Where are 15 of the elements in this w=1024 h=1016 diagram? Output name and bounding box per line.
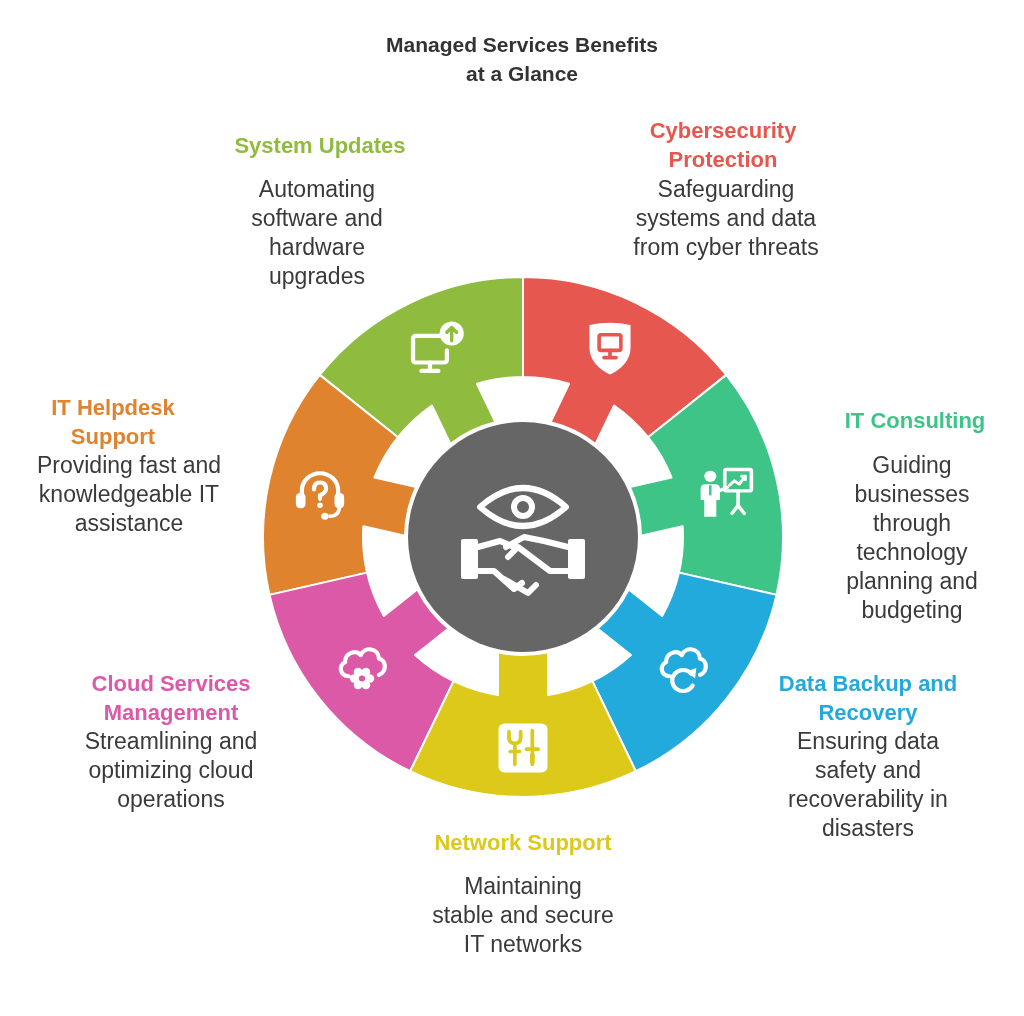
benefit-heading: IT Helpdesk Support <box>50 394 176 451</box>
benefit-heading: Cloud Services Management <box>90 670 252 727</box>
benefit-heading: IT Consulting <box>843 407 987 435</box>
benefit-description: Maintaining stable and secure IT networks <box>431 872 615 959</box>
benefit-description: Providing fast and knowledgeable IT assistance <box>35 451 223 538</box>
benefit-description: Ensuring data safety and recoverability in disasters <box>787 727 949 843</box>
benefit-heading: System Updates <box>233 132 407 160</box>
benefit-description: Automating software and hardware upgrades <box>250 175 384 291</box>
benefit-heading: Cybersecurity Protection <box>648 117 798 174</box>
benefit-description: Guiding businesses through technology planning and budgeting <box>845 451 979 625</box>
benefit-description: Streamlining and optimizing cloud operations <box>83 727 259 814</box>
benefit-heading: Network Support <box>433 829 613 857</box>
benefit-heading: Data Backup and Recovery <box>777 670 959 727</box>
title: Managed Services Benefits at a Glance <box>385 32 659 87</box>
benefit-description: Safeguarding systems and data from cyber threats <box>632 175 820 262</box>
